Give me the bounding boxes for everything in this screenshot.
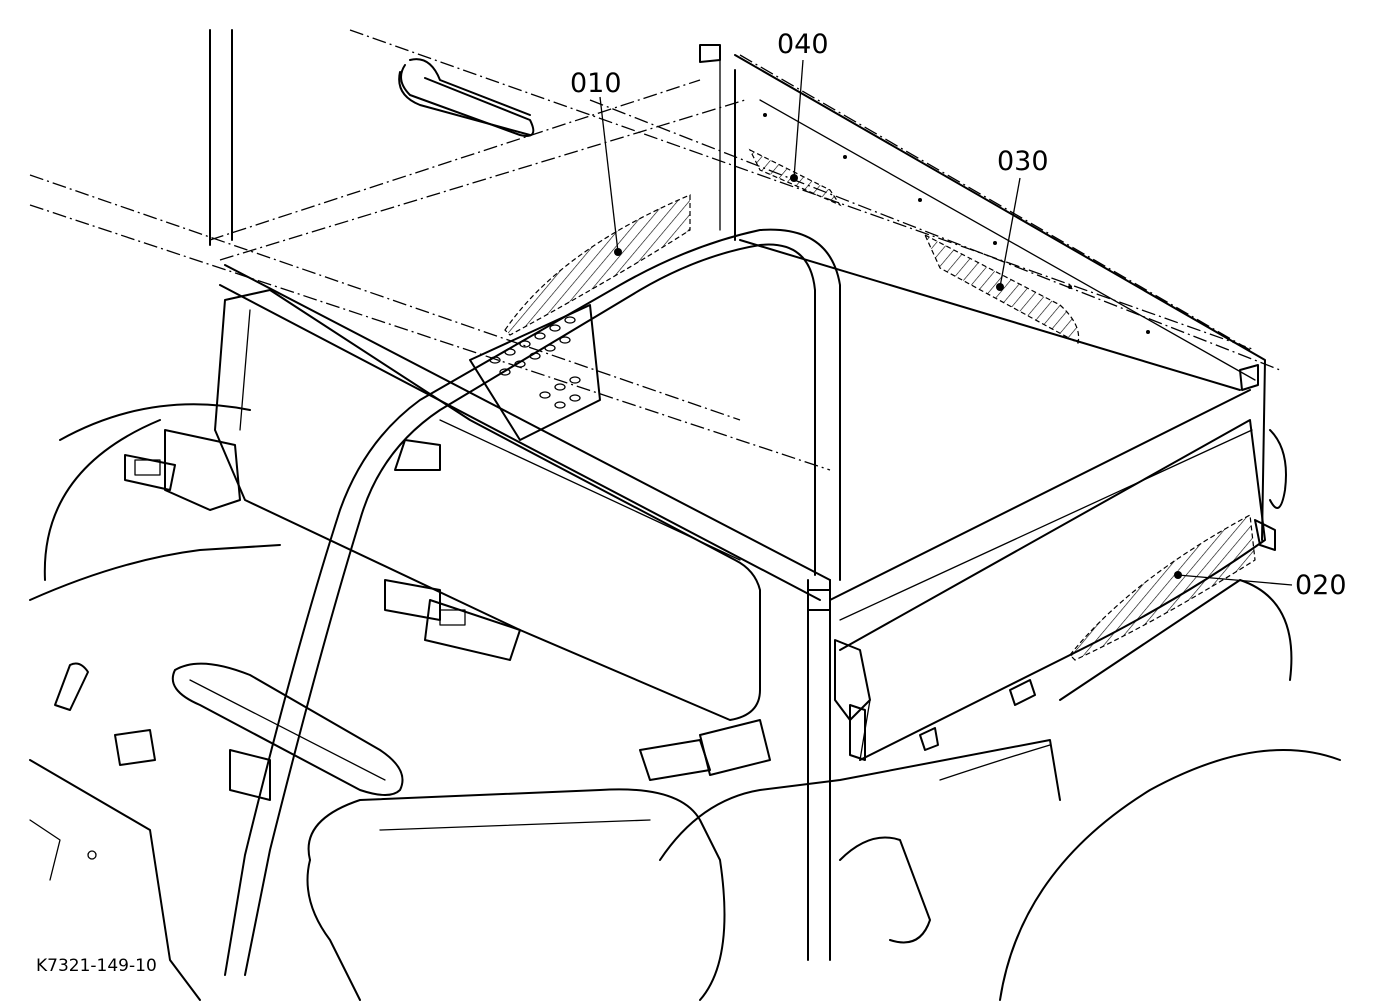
cargo-bed-side-panel xyxy=(839,419,1287,761)
callout-040: 040 xyxy=(777,29,829,182)
cargo-bed-outline xyxy=(29,29,1281,471)
seat-back xyxy=(214,289,761,721)
drawing-code: K7321-149-10 xyxy=(36,956,157,976)
decal-010-shape xyxy=(504,194,691,336)
callout-label-040: 040 xyxy=(777,29,829,60)
steering-wheel xyxy=(171,662,404,801)
front-tire xyxy=(43,403,251,581)
cargo-bed-floor xyxy=(699,44,1266,621)
decal-020-shape xyxy=(1069,514,1256,661)
tailgate-latch xyxy=(834,639,871,761)
callout-label-020: 020 xyxy=(1295,570,1347,601)
callout-label-030: 030 xyxy=(997,146,1049,177)
perforation-holes xyxy=(489,316,581,409)
rear-tire xyxy=(839,579,1341,1001)
callout-label-010: 010 xyxy=(570,68,622,99)
callout-020: 020 xyxy=(1174,570,1347,601)
grab-handle xyxy=(394,64,535,471)
fender xyxy=(659,679,1061,861)
dashboard xyxy=(29,544,281,1001)
perforated-panel xyxy=(469,304,601,441)
seat-belt-center xyxy=(384,579,521,661)
seat-belt-left xyxy=(124,429,241,511)
callout-010: 010 xyxy=(570,68,622,256)
roll-bar xyxy=(209,29,841,976)
seat-cushion xyxy=(306,788,726,1001)
gear-lever xyxy=(54,662,156,766)
bed-wall-dots xyxy=(763,113,1150,334)
seat-belt-right xyxy=(639,719,771,781)
callout-030: 030 xyxy=(996,146,1049,291)
